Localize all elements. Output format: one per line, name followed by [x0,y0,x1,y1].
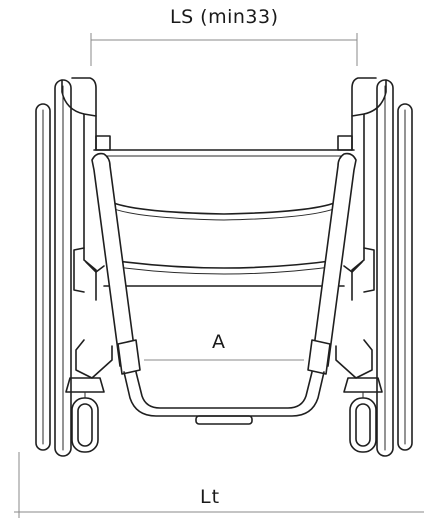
seat-width-dimension [90,33,358,66]
right-caster [335,339,383,453]
right-leg-tube [307,152,357,375]
right-side-frame [337,77,387,301]
left-leg-tube [91,152,141,375]
left-handrim [35,103,51,451]
total-width-label: Lt [200,486,221,508]
left-caster [65,339,113,453]
right-wheel [376,79,394,457]
total-width-dimension [14,452,424,518]
left-wheel [54,79,72,457]
footrest-bar [123,371,325,425]
right-handrim [397,103,413,451]
seat-width-label: LS (min33) [170,6,279,28]
seat-top [93,149,355,157]
seat-depth-marker-label: A [212,331,225,353]
seat-sling [103,197,345,287]
